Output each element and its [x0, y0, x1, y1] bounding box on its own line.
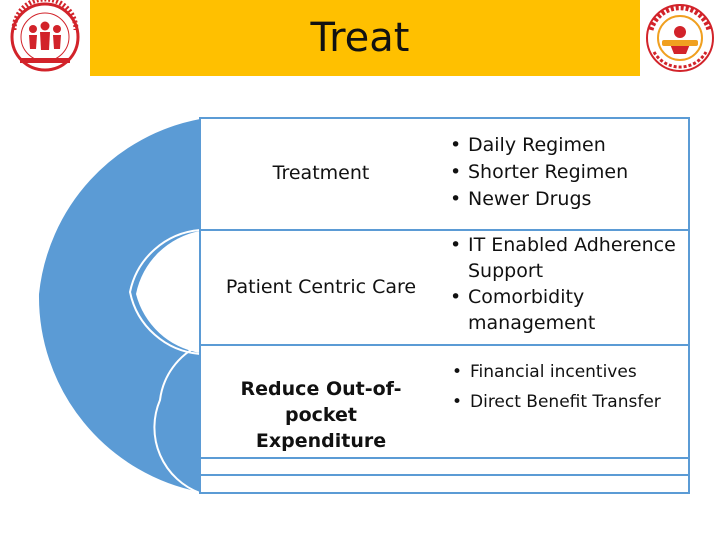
row-bullets-patient-centric-care: IT Enabled Adherence Support Comorbidity… [450, 232, 688, 336]
bullet-item: IT Enabled Adherence Support [450, 232, 688, 284]
diagram-frame [199, 117, 690, 494]
row-label-line: Expenditure [255, 430, 387, 452]
row-label-line: Reduce Out-of-pocket [240, 378, 402, 426]
row-bullets-treatment: Daily Regimen Shorter Regimen Newer Drug… [450, 132, 690, 213]
bullet-item: Shorter Regimen [450, 159, 690, 186]
middle-arc-outline [128, 229, 201, 355]
national-health-mission-logo-icon [10, 0, 80, 72]
bullet-item: Direct Benefit Transfer [452, 387, 688, 417]
bullet-item: Newer Drugs [450, 186, 690, 213]
middle-arc [136, 231, 200, 353]
national-tuberculosis-elimination-programme-logo-icon [646, 4, 714, 72]
inner-arc-outline [153, 344, 201, 494]
row-label-reduce-out-of-pocket: Reduce Out-of-pocket Expenditure [206, 376, 436, 454]
header-band [0, 0, 720, 76]
bullet-item: Comorbidity management [450, 284, 688, 336]
slide-title: Treat [310, 15, 410, 61]
right-logo-container [640, 0, 720, 76]
row-bullets-reduce-out-of-pocket: Financial incentives Direct Benefit Tran… [452, 357, 688, 417]
bullet-item: Financial incentives [452, 357, 688, 387]
row-label-treatment: Treatment [272, 162, 370, 184]
left-logo-container [0, 0, 90, 76]
bullet-item: Daily Regimen [450, 132, 690, 159]
row-label-patient-centric-care: Patient Centric Care [225, 276, 417, 298]
